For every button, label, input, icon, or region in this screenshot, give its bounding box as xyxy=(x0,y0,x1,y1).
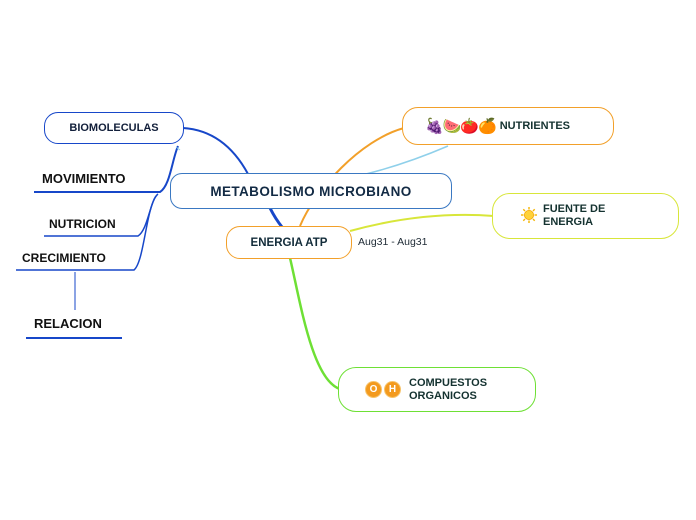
compuestos-line-1: COMPUESTOS xyxy=(409,376,488,389)
topic-biomoleculas[interactable]: BIOMOLECULAS xyxy=(44,112,184,144)
fruit-icons: 🍇🍉🍅🍊 xyxy=(425,118,497,135)
link-bio-stub xyxy=(175,146,181,151)
compuestos-label: COMPUESTOS ORGANICOS xyxy=(409,377,487,403)
topic-compuestos-organicos[interactable]: O H COMPUESTOS ORGANICOS xyxy=(338,367,536,412)
topic-crecimiento[interactable]: CRECIMIENTO xyxy=(22,251,106,265)
compuestos-line-2: ORGANICOS xyxy=(409,389,477,402)
fuente-line-1: FUENTE DE xyxy=(543,203,606,215)
oh-icon-o: O xyxy=(365,381,382,398)
energia-atp-label: ENERGIA ATP xyxy=(250,236,328,249)
fuente-energia-label: FUENTE DE ENERGIA xyxy=(543,203,605,229)
link-central-biomoleculas xyxy=(182,127,249,175)
sun-icon xyxy=(521,207,537,223)
oh-icon: O H xyxy=(365,381,403,398)
topic-energia-atp[interactable]: ENERGIA ATP xyxy=(226,226,352,259)
link-atp-fuente xyxy=(349,213,495,232)
nutrientes-label: NUTRIENTES xyxy=(499,120,570,132)
link-bio-movimiento xyxy=(34,145,179,193)
biomoleculas-label: BIOMOLECULAS xyxy=(69,122,159,134)
link-atp-compuestos xyxy=(288,257,341,391)
topic-movimiento[interactable]: MOVIMIENTO xyxy=(42,171,126,186)
central-topic-label: METABOLISMO MICROBIANO xyxy=(210,183,412,199)
fuente-line-2: ENERGIA xyxy=(543,216,594,228)
topic-relacion[interactable]: RELACION xyxy=(34,316,102,331)
energia-atp-date-note: Aug31 - Aug31 xyxy=(358,236,428,248)
link-bio-crecimiento xyxy=(16,195,157,271)
topic-nutrientes[interactable]: 🍇🍉🍅🍊 NUTRIENTES xyxy=(402,107,614,145)
link-atp-nutrientes xyxy=(299,127,405,227)
link-nutrientes-central xyxy=(365,145,449,175)
topic-fuente-energia[interactable]: FUENTE DE ENERGIA xyxy=(492,193,679,239)
link-central-atp xyxy=(268,207,284,228)
topic-nutricion[interactable]: NUTRICION xyxy=(49,217,116,231)
central-topic[interactable]: METABOLISMO MICROBIANO xyxy=(170,173,452,209)
oh-icon-h: H xyxy=(384,381,401,398)
